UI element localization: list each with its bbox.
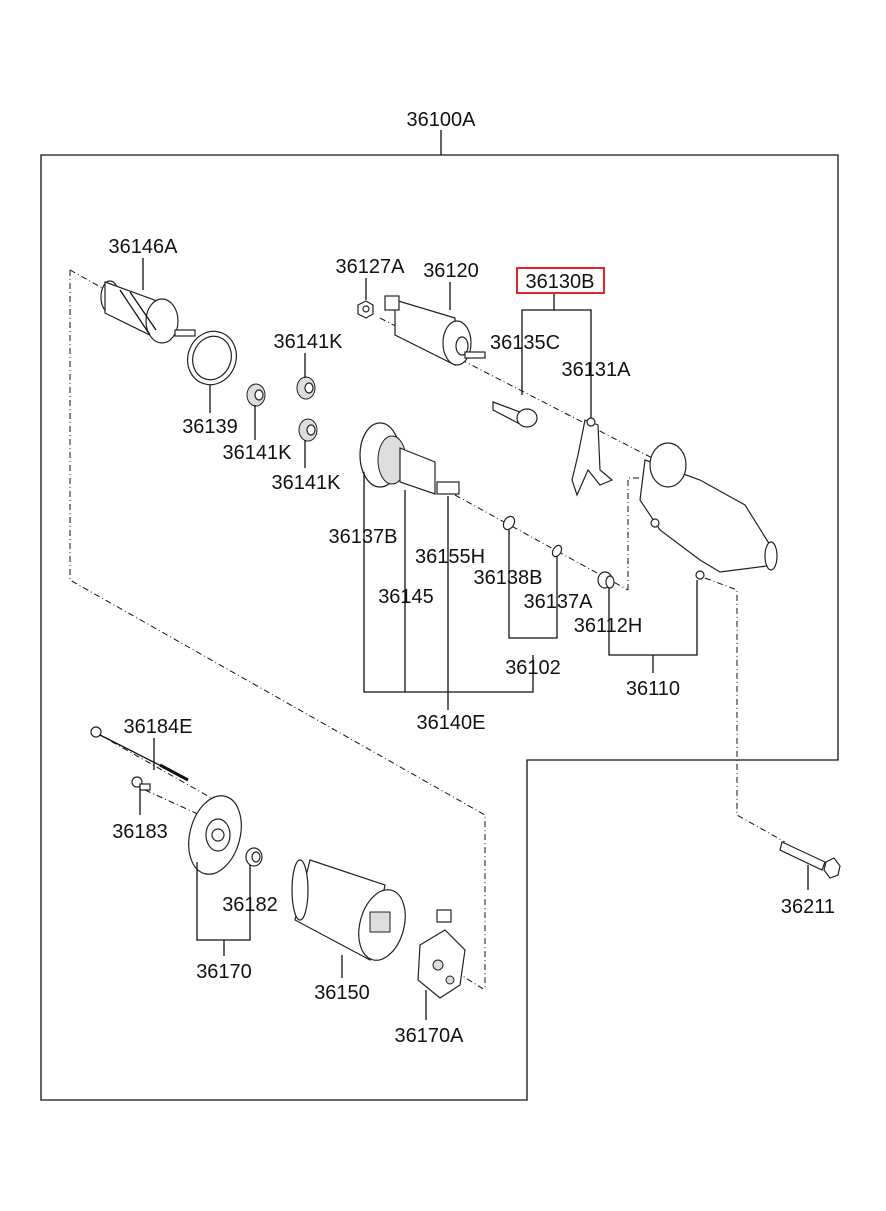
through-bolt-part[interactable] (90, 726, 189, 782)
stop-ring-part[interactable] (551, 544, 564, 558)
axis-line-screw (144, 789, 201, 816)
plunger-part[interactable] (492, 401, 538, 428)
leader-36102 (508, 530, 558, 639)
snap-ring-part[interactable] (501, 514, 517, 531)
leader-36130B-36135C (521, 293, 555, 395)
part-label-36127A[interactable]: 36127A (336, 256, 406, 278)
yoke-part[interactable] (291, 859, 413, 965)
part-label-36145[interactable]: 36145 (378, 586, 434, 608)
rear-bracket-part[interactable] (180, 790, 249, 880)
part-label-36138B[interactable]: 36138B (474, 567, 543, 589)
part-label-36155H[interactable]: 36155H (415, 546, 485, 568)
shift-lever-part[interactable] (571, 417, 614, 497)
bearing-part[interactable] (245, 847, 263, 867)
part-label-36112H[interactable]: 36112H (574, 615, 643, 637)
front-housing-part[interactable] (639, 442, 778, 580)
screw-part[interactable] (131, 776, 151, 791)
part-label-36139[interactable]: 36139 (182, 416, 238, 438)
part-label-36182[interactable]: 36182 (222, 894, 278, 916)
part-label-36120[interactable]: 36120 (423, 260, 479, 282)
axis-line-left (69, 270, 486, 990)
planetary-gear-part[interactable] (296, 376, 316, 400)
brush-plate-ring-part[interactable] (180, 324, 244, 391)
axis-line-brush (444, 964, 486, 991)
part-label-36146A[interactable]: 36146A (109, 236, 179, 258)
part-label-36100A[interactable]: 36100A (407, 109, 477, 131)
leader-36130B-36131A (554, 309, 592, 418)
bushing-part[interactable] (597, 571, 615, 589)
part-label-36170A[interactable]: 36170A (395, 1025, 465, 1047)
axis-line-through-bolt (99, 734, 216, 801)
part-label-36141K[interactable]: 36141K (272, 472, 342, 494)
solenoid-part[interactable] (384, 295, 486, 366)
part-label-36141K[interactable]: 36141K (274, 331, 344, 353)
part-label-36141K[interactable]: 36141K (223, 442, 293, 464)
part-label-36130B[interactable]: 36130B (526, 271, 595, 293)
part-label-36137A[interactable]: 36137A (524, 591, 594, 613)
planetary-gear-part[interactable] (246, 383, 266, 407)
brush-holder-part[interactable] (417, 909, 466, 999)
part-label-36184E[interactable]: 36184E (124, 716, 193, 738)
overrunning-clutch-part[interactable] (359, 422, 460, 495)
part-label-36183[interactable]: 36183 (112, 821, 168, 843)
armature-part[interactable] (100, 280, 196, 344)
part-label-36131A[interactable]: 36131A (562, 359, 632, 381)
highlight-box (516, 267, 605, 294)
mounting-bolt-part[interactable] (779, 841, 841, 879)
part-label-36135C[interactable]: 36135C (490, 332, 560, 354)
part-label-36110[interactable]: 36110 (626, 678, 680, 700)
part-label-36137B[interactable]: 36137B (329, 526, 398, 548)
part-label-36211[interactable]: 36211 (781, 896, 835, 918)
part-label-36170[interactable]: 36170 (196, 961, 252, 983)
part-label-36140E[interactable]: 36140E (417, 712, 486, 734)
nut-part[interactable] (357, 300, 374, 319)
part-label-36150[interactable]: 36150 (314, 982, 370, 1004)
assembly-boundary (40, 154, 839, 1101)
planetary-gear-part[interactable] (298, 418, 318, 442)
axis-line-bolt (704, 577, 786, 843)
part-label-36102[interactable]: 36102 (505, 657, 561, 679)
